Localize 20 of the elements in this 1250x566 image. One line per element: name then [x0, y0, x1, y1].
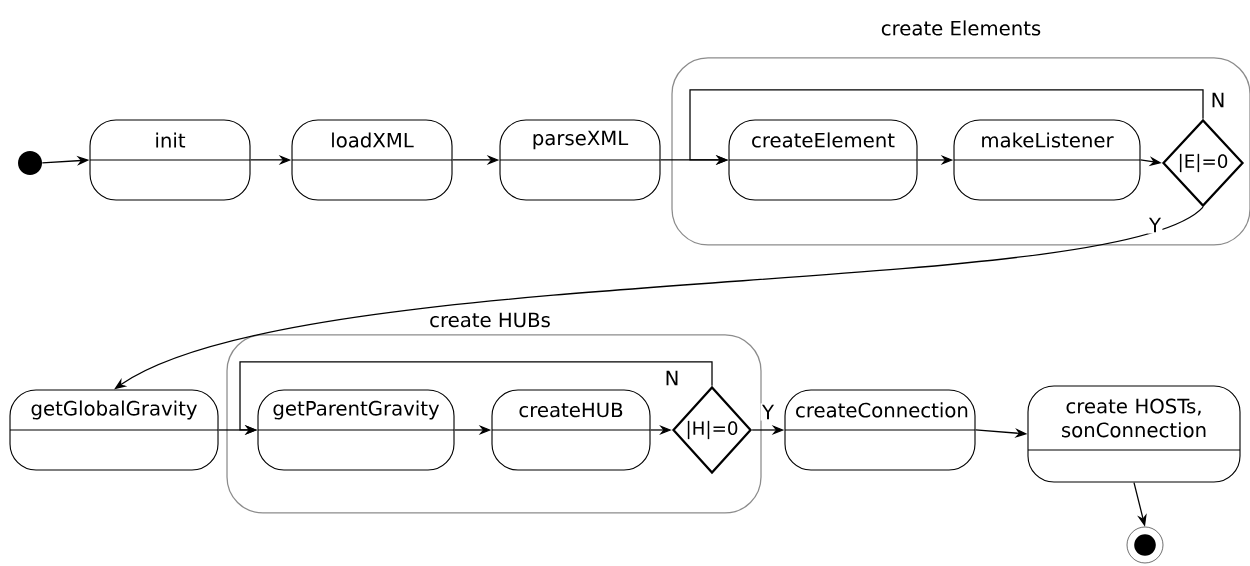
state-box: createElement	[728, 119, 918, 201]
state-box: create HOSTs, sonConnection	[1027, 385, 1241, 483]
edge-label: N	[663, 369, 681, 387]
end-bullseye	[1126, 526, 1164, 564]
state-box: makeListener	[953, 119, 1141, 201]
arrow	[239, 361, 713, 435]
arrow	[114, 206, 1204, 390]
node-label: create HUBs	[430, 312, 550, 328]
state-box: createHUB	[491, 389, 651, 471]
state-box: parseXML	[499, 119, 661, 201]
state-box: createConnection	[784, 389, 976, 471]
state-box: init	[89, 119, 251, 201]
arrow	[689, 89, 1204, 165]
edge-label: N	[1209, 91, 1227, 109]
state-box: loadXML	[291, 119, 453, 201]
start-dot	[18, 151, 42, 175]
node-label: create Elements	[881, 20, 1041, 36]
state-box: getGlobalGravity	[9, 389, 219, 471]
edge-label: Y	[1147, 216, 1163, 234]
state-box: getParentGravity	[257, 389, 455, 471]
